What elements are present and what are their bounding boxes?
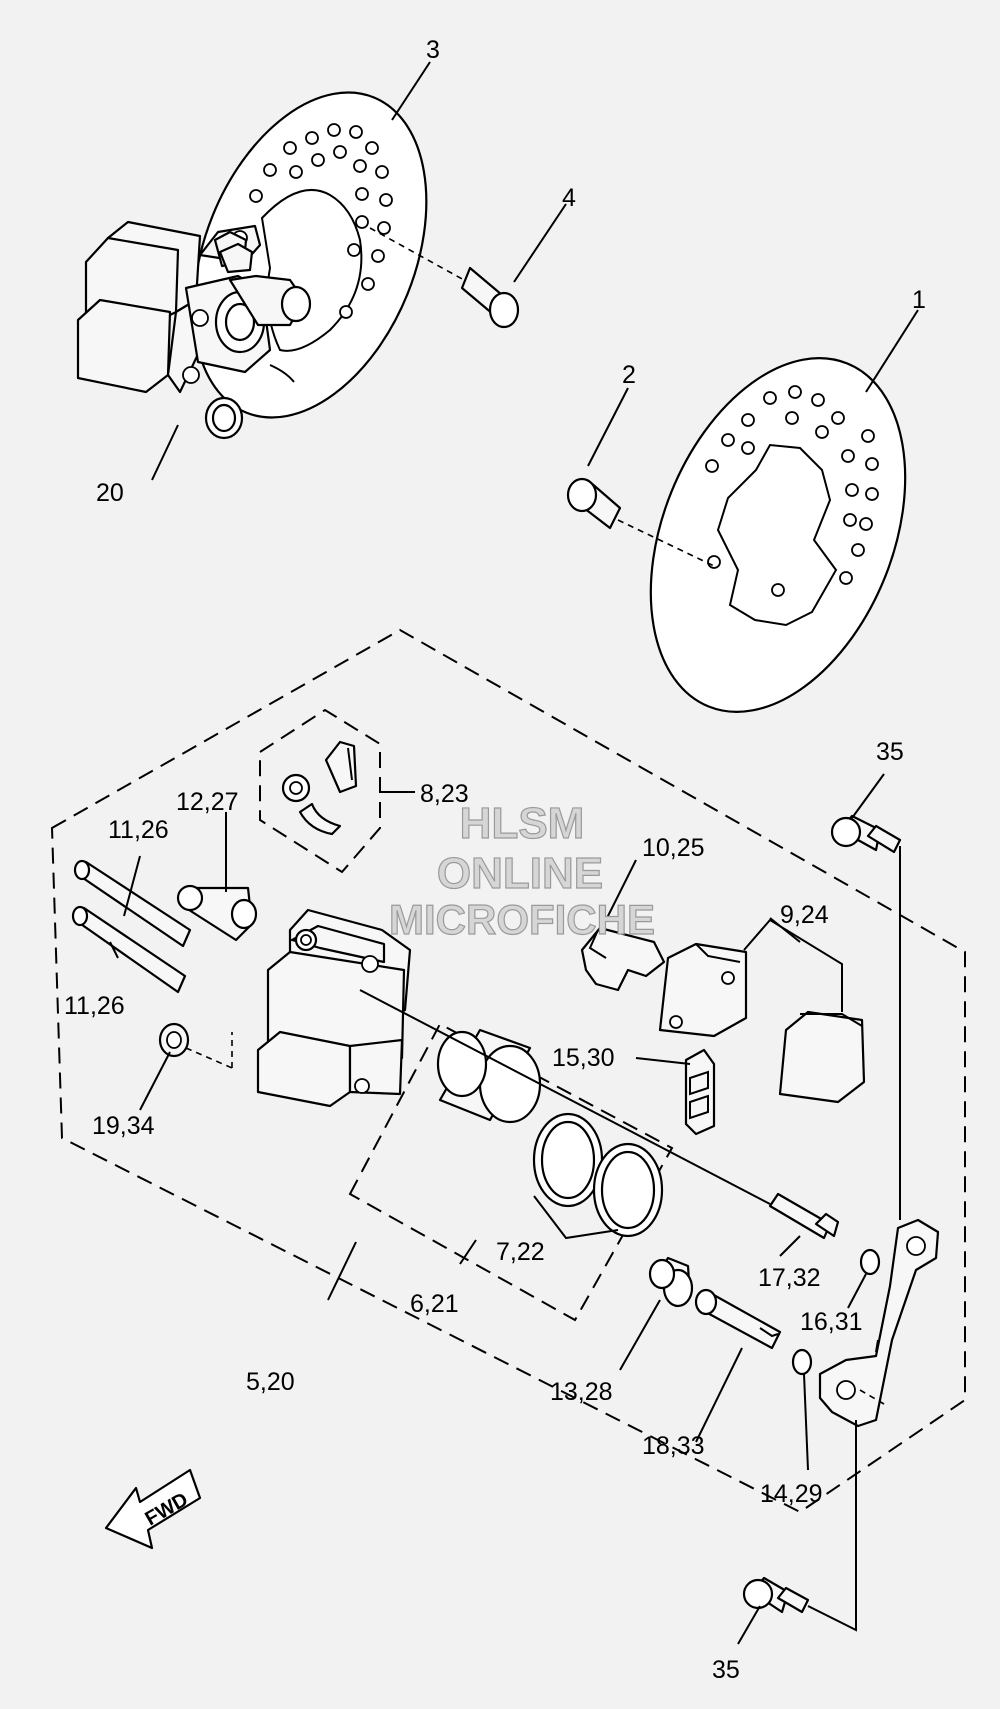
caliper-assembly-upper [76,220,312,440]
bracket-bolt-bottom [742,1420,857,1632]
callout-11-26-top: 11,26 [108,816,169,844]
pad-spring [580,926,666,992]
callout-17-32: 17,32 [758,1264,821,1292]
caliper-bracket [818,1218,940,1428]
piston-seals [532,1112,664,1240]
callouts: 3 4 1 2 20 35 8,23 12,27 11,26 10,25 9,2… [64,36,926,1684]
callout-35-bottom: 35 [712,1656,740,1684]
bleed-screw [281,740,415,836]
callout-8-23: 8,23 [420,780,469,808]
callout-20: 20 [96,479,124,507]
assembly-8-23-outline [259,708,381,874]
callout-9-24: 9,24 [780,901,829,929]
callout-7-22: 7,22 [496,1238,545,1266]
forward-arrow: FWD [104,1468,202,1550]
callout-18-33: 18,33 [642,1432,705,1460]
callout-14-29: 14,29 [760,1480,823,1508]
pin-18-33 [694,1288,782,1350]
callout-6-21: 6,21 [410,1290,459,1318]
watermark-line-1: HLSM [460,799,585,848]
pad-support [684,1048,716,1136]
watermark-line-3: MICROFICHE [389,896,655,943]
piston [436,1028,542,1124]
brake-disc-lower [649,357,907,713]
disc-bolt-4 [369,227,520,329]
leader-lines [109,61,919,1645]
bracket-bolt-top [830,814,902,1220]
callout-15-30: 15,30 [552,1044,615,1072]
slide-pin-12-27 [176,884,258,942]
callout-10-25: 10,25 [642,834,705,862]
callout-13-28: 13,28 [550,1378,613,1406]
callout-11-26-bottom: 11,26 [64,992,125,1020]
callout-19-34: 19,34 [92,1112,155,1140]
disc-holes-upper [249,123,393,319]
brake-pads [658,918,866,1104]
assembly-6-21-outline [348,1022,674,1322]
callout-2: 2 [622,361,636,389]
callout-16-31: 16,31 [800,1308,863,1336]
washer-16-31 [859,1248,881,1276]
disc-holes-lower [705,385,879,597]
caliper-pins-11-26 [71,859,192,994]
callout-35-top: 35 [876,738,904,766]
callout-1: 1 [912,286,926,314]
watermark-line-2: ONLINE [437,849,603,898]
caliper-body-lower [256,908,412,1108]
callout-3: 3 [426,36,440,64]
callout-5-20: 5,20 [246,1368,295,1396]
bleeder-17-32 [359,989,840,1240]
bushing-13-28 [648,1256,694,1308]
callout-4: 4 [562,184,576,212]
callout-12-27: 12,27 [176,788,239,816]
boot-19-34 [158,1022,233,1069]
watermark: HLSM ONLINE MICROFICHE [388,798,655,943]
disc-bolt-2 [566,477,715,567]
washer-14-29 [791,1348,813,1376]
assembly-5-20-outline [50,628,966,1514]
